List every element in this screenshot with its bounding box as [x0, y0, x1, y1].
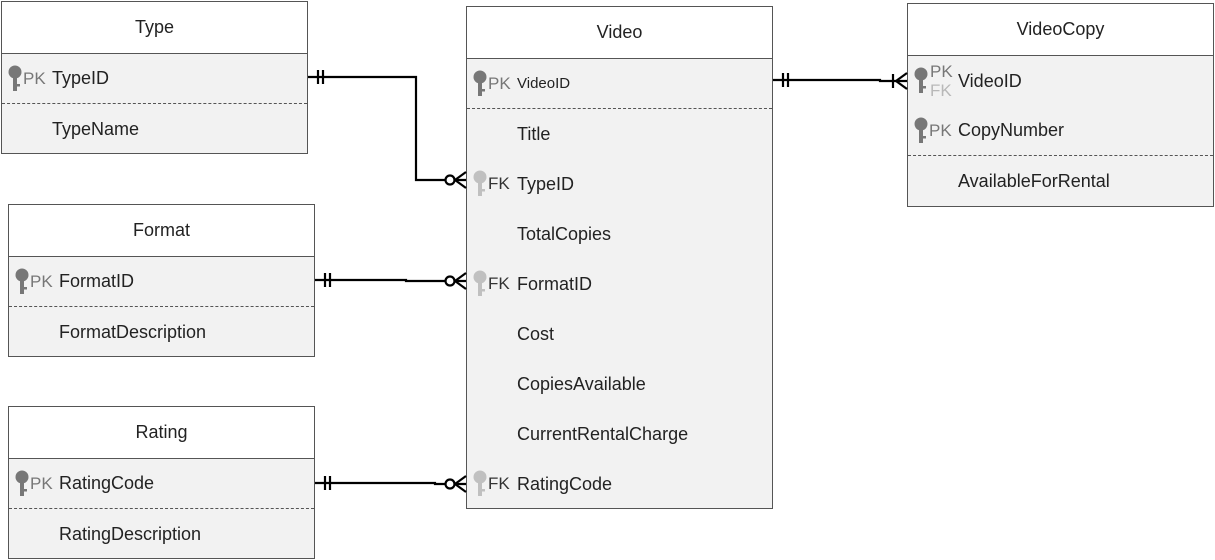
- entity-title: Format: [9, 205, 314, 257]
- key-icon: [8, 65, 22, 91]
- key-icon: [473, 170, 487, 196]
- attribute-row[interactable]: FormatDescription: [9, 307, 314, 357]
- pk-tag: PK: [23, 68, 46, 88]
- fk-tag: FK: [488, 174, 510, 193]
- attribute-name: FormatDescription: [59, 321, 207, 342]
- relationship-video-videocopy[interactable]: [773, 72, 908, 90]
- attribute-row[interactable]: FK FormatID: [467, 259, 772, 309]
- key-icon: [914, 67, 928, 93]
- attribute-row[interactable]: PK CopyNumber: [908, 106, 1213, 156]
- attribute-row[interactable]: CurrentRentalCharge: [467, 409, 772, 459]
- attribute-row[interactable]: PK TypeID: [2, 54, 307, 104]
- attribute-name: Cost: [517, 323, 555, 344]
- key-icon: [15, 268, 29, 294]
- entity-rating[interactable]: Rating PK RatingCode RatingDescription: [8, 406, 315, 559]
- relationship-format-video[interactable]: [315, 272, 467, 290]
- pk-tag: PK: [30, 271, 53, 291]
- attribute-row[interactable]: Title: [467, 109, 772, 159]
- attribute-row[interactable]: AvailableForRental: [908, 156, 1213, 206]
- attribute-row[interactable]: PK FK VideoID: [908, 56, 1213, 106]
- attribute-row[interactable]: CopiesAvailable: [467, 359, 772, 409]
- fk-tag: FK: [488, 474, 510, 493]
- entity-title: Rating: [9, 407, 314, 459]
- entity-format[interactable]: Format PK FormatID FormatDescription: [8, 204, 315, 357]
- entity-title: VideoCopy: [908, 4, 1213, 56]
- entity-type[interactable]: Type PK TypeID TypeName: [1, 1, 308, 154]
- key-icon: [473, 270, 487, 296]
- attribute-name: CurrentRentalCharge: [517, 423, 689, 444]
- attribute-name: TypeName: [52, 118, 140, 139]
- attribute-row[interactable]: PK VideoID: [467, 59, 772, 109]
- relationship-type-video[interactable]: [308, 70, 467, 189]
- attribute-row[interactable]: FK RatingCode: [467, 459, 772, 509]
- attribute-row[interactable]: PK FormatID: [9, 257, 314, 307]
- relationship-rating-video[interactable]: [315, 475, 467, 493]
- attribute-name: TypeID: [517, 173, 575, 194]
- attribute-name: AvailableForRental: [958, 170, 1110, 191]
- attribute-name: TotalCopies: [517, 223, 612, 244]
- attribute-name: Title: [517, 123, 551, 144]
- pk-tag: PK: [930, 62, 953, 81]
- fk-tag: FK: [488, 274, 510, 293]
- key-icon: [473, 70, 487, 96]
- entity-video[interactable]: Video PK VideoID Title FK TypeID TotalCo…: [466, 6, 773, 509]
- pk-tag: PK: [488, 73, 511, 93]
- attribute-name: FormatID: [517, 273, 593, 294]
- attribute-name: VideoID: [958, 70, 1022, 91]
- entity-title: Video: [467, 7, 772, 59]
- attribute-name: CopyNumber: [958, 120, 1065, 140]
- attribute-row[interactable]: RatingDescription: [9, 509, 314, 559]
- attribute-row[interactable]: Cost: [467, 309, 772, 359]
- attribute-name: FormatID: [59, 271, 135, 291]
- attribute-row[interactable]: TypeName: [2, 104, 307, 154]
- attribute-row[interactable]: TotalCopies: [467, 209, 772, 259]
- attribute-name: RatingCode: [517, 473, 613, 494]
- attribute-row[interactable]: FK TypeID: [467, 159, 772, 209]
- attribute-name: TypeID: [52, 68, 110, 88]
- key-icon: [15, 470, 29, 496]
- pk-tag: PK: [929, 120, 952, 140]
- attribute-name: RatingCode: [59, 473, 155, 493]
- attribute-row[interactable]: PK RatingCode: [9, 459, 314, 509]
- entity-videocopy[interactable]: VideoCopy PK FK VideoID PK CopyNumber Av…: [907, 3, 1214, 207]
- attribute-name: CopiesAvailable: [517, 373, 646, 394]
- pk-tag: PK: [30, 473, 53, 493]
- entity-title: Type: [2, 2, 307, 54]
- attribute-name: VideoID: [517, 75, 571, 92]
- key-icon: [914, 117, 928, 143]
- key-icon: [473, 470, 487, 496]
- attribute-name: RatingDescription: [59, 523, 202, 544]
- fk-tag: FK: [930, 81, 952, 100]
